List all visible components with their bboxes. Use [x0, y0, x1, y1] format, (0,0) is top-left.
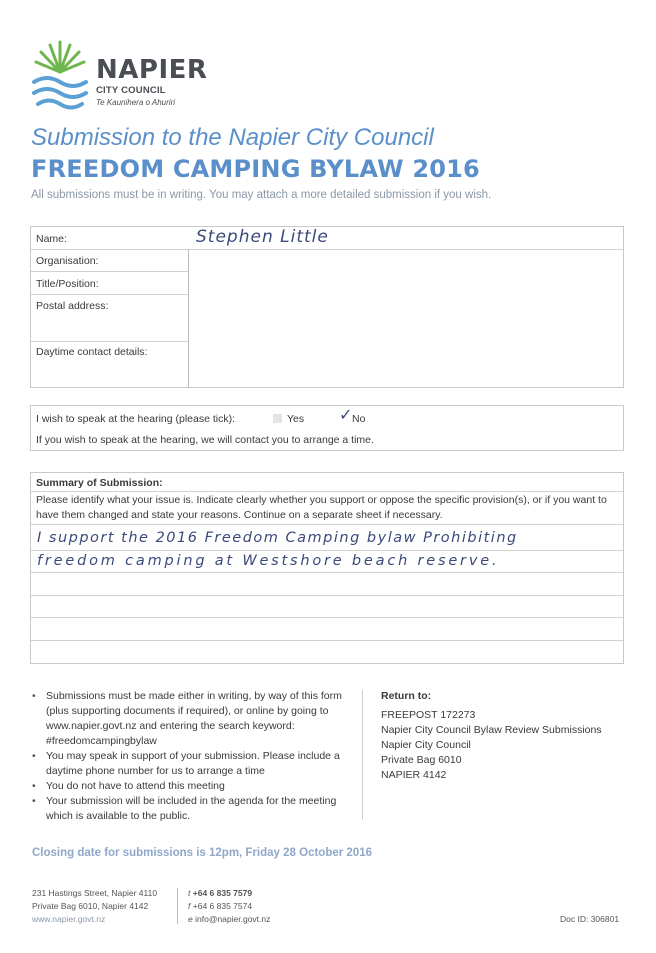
footer-street: 231 Hastings Street, Napier 4110 — [32, 888, 158, 898]
logo-tagline: Te Kaunihera o Ahuriri — [96, 98, 176, 107]
row-divider — [31, 271, 189, 272]
hearing-section: I wish to speak at the hearing (please t… — [30, 405, 624, 451]
notes-list: Submissions must be made either in writi… — [30, 689, 342, 824]
no-tick-mark: ✓ — [339, 405, 354, 424]
summary-heading: Summary of Submission: — [36, 477, 163, 489]
organisation-label: Organisation: — [36, 255, 99, 267]
logo-subtitle: CITY COUNCIL — [96, 85, 166, 96]
yes-label: Yes — [287, 413, 305, 425]
return-address: Return to: FREEPOST 172273 Napier City C… — [381, 689, 631, 783]
details-section: Name: Stephen Little Organisation: Title… — [30, 226, 624, 388]
writing-line — [31, 595, 623, 596]
return-line: FREEPOST 172273 — [381, 709, 476, 721]
return-line: Napier City Council Bylaw Review Submiss… — [381, 724, 602, 736]
postal-address-label: Postal address: — [36, 300, 109, 312]
submission-notes: Submissions must be made either in writi… — [30, 689, 342, 824]
closing-date: Closing date for submissions is 12pm, Fr… — [32, 847, 372, 859]
writing-line — [31, 572, 623, 573]
footer-fax: +64 6 835 7574 — [192, 901, 253, 911]
return-line: Napier City Council — [381, 739, 471, 751]
no-label: No — [352, 413, 366, 425]
writing-line — [31, 640, 623, 641]
name-field[interactable]: Stephen Little — [196, 227, 329, 247]
column-divider — [188, 249, 189, 387]
writing-line — [31, 550, 623, 551]
no-checkbox[interactable]: ✓ — [339, 405, 354, 424]
row-divider — [31, 294, 189, 295]
logo-wordmark: NAPIER — [96, 55, 208, 85]
summary-section: Summary of Submission: Please identify w… — [30, 472, 624, 664]
submission-text-line-1[interactable]: I support the 2016 Freedom Camping bylaw… — [37, 530, 518, 546]
footer-contact: t +64 6 835 7579 f +64 6 835 7574 e info… — [188, 887, 270, 926]
name-label: Name: — [36, 233, 67, 245]
row-divider — [31, 249, 623, 250]
footer-postal: Private Bag 6010, Napier 4142 — [32, 901, 149, 911]
title-position-label: Title/Position: — [36, 278, 99, 290]
yes-checkbox[interactable] — [273, 414, 282, 423]
note-item: You do not have to attend this meeting — [30, 779, 342, 794]
note-item: Your submission will be included in the … — [30, 794, 342, 824]
submission-text-line-2[interactable]: freedom camping at Westshore beach reser… — [37, 553, 500, 569]
hearing-question: I wish to speak at the hearing (please t… — [36, 413, 236, 425]
intro-text: All submissions must be in writing. You … — [31, 189, 492, 201]
footer-email[interactable]: info@napier.govt.nz — [195, 914, 271, 924]
writing-line — [31, 524, 623, 525]
footer-website[interactable]: www.napier.govt.nz — [32, 914, 106, 924]
page-title: Submission to the Napier City Council — [31, 124, 434, 151]
council-emblem-icon — [32, 40, 88, 110]
notes-divider — [362, 690, 363, 820]
row-divider — [31, 341, 189, 342]
note-item: Submissions must be made either in writi… — [30, 689, 342, 749]
footer-divider — [177, 888, 178, 924]
row-divider — [31, 491, 623, 492]
hearing-note: If you wish to speak at the hearing, we … — [36, 434, 374, 446]
return-heading: Return to: — [381, 690, 432, 702]
return-line: Private Bag 6010 — [381, 754, 462, 766]
contact-details-label: Daytime contact details: — [36, 346, 148, 358]
bylaw-title: FREEDOM CAMPING BYLAW 2016 — [31, 155, 480, 183]
email-prefix: e — [188, 914, 193, 924]
summary-instructions: Please identify what your issue is. Indi… — [36, 494, 607, 521]
fax-prefix: f — [188, 901, 191, 911]
writing-line — [31, 617, 623, 618]
doc-id: Doc ID: 306801 — [560, 914, 620, 924]
note-item: You may speak in support of your submiss… — [30, 749, 342, 779]
footer-phone: +64 6 835 7579 — [192, 888, 253, 898]
napier-city-council-logo: NAPIER CITY COUNCIL Te Kaunihera o Ahuri… — [28, 38, 208, 112]
footer-address: 231 Hastings Street, Napier 4110 Private… — [32, 887, 157, 926]
return-line: NAPIER 4142 — [381, 769, 447, 781]
phone-prefix: t — [188, 888, 191, 898]
